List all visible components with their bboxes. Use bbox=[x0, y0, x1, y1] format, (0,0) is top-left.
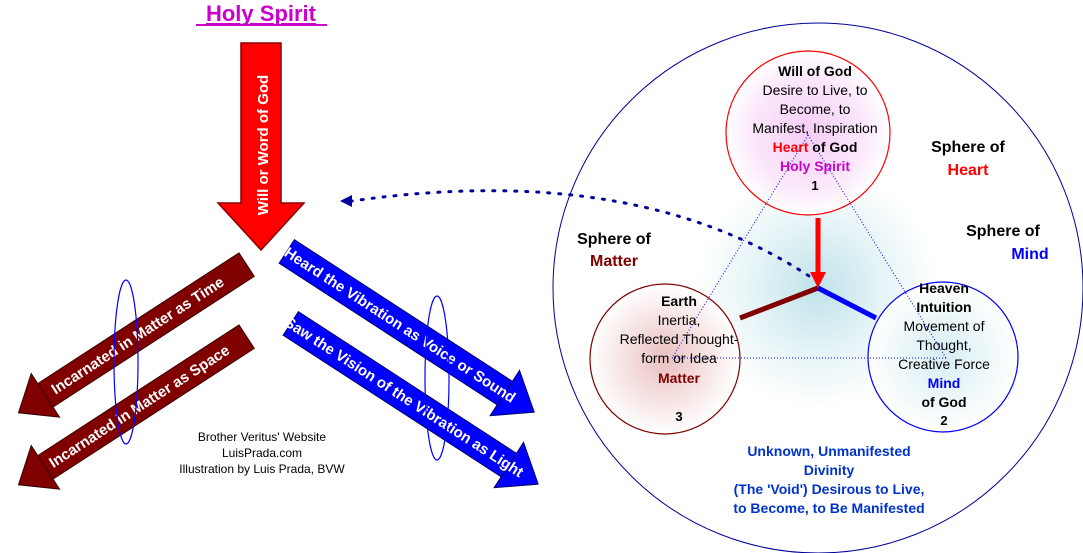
will-number: 1 bbox=[811, 178, 818, 193]
ring-right bbox=[424, 295, 450, 461]
heart-of-god: of God bbox=[808, 139, 857, 155]
heaven-title: Heaven bbox=[919, 280, 969, 296]
sphere-mind-prefix: Sphere of bbox=[966, 223, 1040, 240]
will-line-2: Become, to bbox=[780, 101, 851, 117]
earth-title: Earth bbox=[661, 293, 697, 309]
sphere-matter-name: Matter bbox=[590, 253, 638, 270]
will-line-1: Desire to Live, to bbox=[762, 82, 867, 98]
heaven-line-3: Creative Force bbox=[898, 356, 990, 372]
will-holy-spirit: Holy Spirit bbox=[780, 158, 850, 174]
heaven-number: 2 bbox=[940, 413, 947, 428]
connector-mind bbox=[816, 285, 878, 321]
earth-line-3: form or Idea bbox=[641, 350, 717, 366]
credit-line-2: LuisPrada.com bbox=[222, 446, 302, 460]
ring-left bbox=[113, 279, 139, 445]
circle-earth bbox=[589, 283, 741, 435]
bottom-line-4: to Become, to Be Manifested bbox=[733, 500, 924, 516]
heaven-subtitle: Intuition bbox=[916, 299, 971, 315]
earth-line-2: Reflected Thought- bbox=[620, 331, 739, 347]
circle-will-of-god bbox=[725, 50, 891, 216]
heaven-line-2: Thought, bbox=[916, 337, 971, 353]
earth-matter-word: Matter bbox=[658, 370, 701, 386]
connector-heart-head bbox=[810, 272, 826, 288]
will-title: Will of God bbox=[778, 63, 852, 79]
bottom-line-1: Unknown, Unmanifested bbox=[747, 443, 910, 459]
credit-line-1: Brother Veritus' Website bbox=[198, 430, 326, 444]
dotted-curve-arrow bbox=[350, 189, 820, 284]
earth-line-1: Inertia, bbox=[658, 312, 701, 328]
sphere-matter-prefix: Sphere of bbox=[577, 231, 651, 248]
sphere-heart-name: Heart bbox=[948, 162, 990, 179]
down-arrow-label: Will or Word of God bbox=[255, 75, 272, 215]
circle-heaven bbox=[867, 281, 1019, 433]
heaven-mind-word: Mind bbox=[928, 375, 961, 391]
dotted-arrowhead bbox=[340, 195, 352, 207]
bottom-line-3: (The 'Void') Desirous to Live, bbox=[734, 481, 925, 497]
heaven-line-1: Movement of bbox=[904, 318, 985, 334]
diagram-title: Holy Spirit bbox=[206, 1, 317, 26]
heart-word: Heart bbox=[773, 139, 809, 155]
heaven-of-god: of God bbox=[921, 394, 966, 410]
bottom-line-2: Divinity bbox=[804, 462, 855, 478]
will-line-3: Manifest, Inspiration bbox=[752, 120, 877, 136]
connector-matter bbox=[739, 285, 819, 321]
earth-number: 3 bbox=[675, 409, 682, 424]
credit-line-3: Illustration by Luis Prada, BVW bbox=[179, 462, 345, 476]
sphere-mind-name: Mind bbox=[1011, 246, 1048, 263]
down-arrow bbox=[216, 42, 306, 252]
sphere-heart-prefix: Sphere of bbox=[931, 139, 1005, 156]
will-heart-of-god: Heart of God bbox=[773, 139, 858, 155]
